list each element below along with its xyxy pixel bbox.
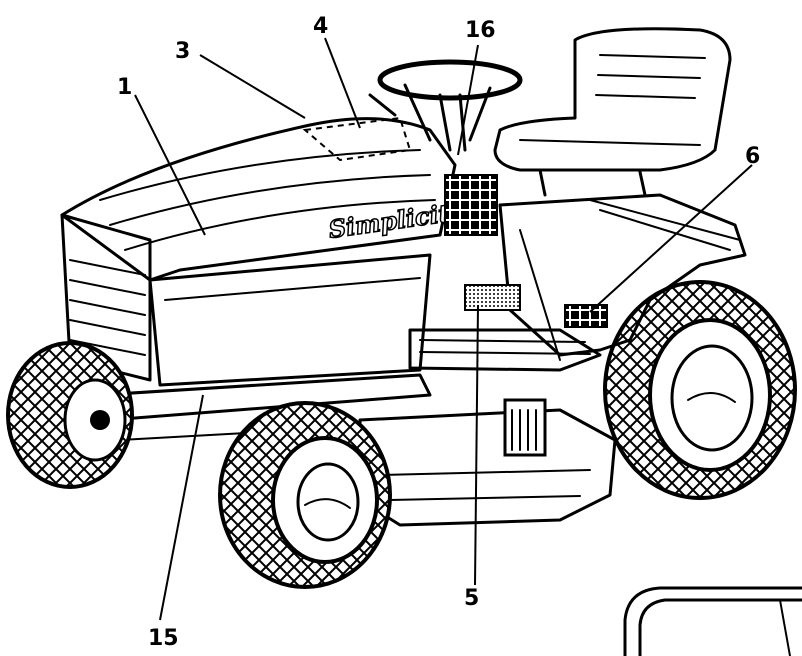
front-right-wheel xyxy=(218,401,392,589)
callout-4: 4 xyxy=(313,14,328,39)
grille xyxy=(60,174,498,387)
callout-15: 15 xyxy=(148,626,179,651)
callout-1: 1 xyxy=(117,75,132,100)
decal-6-label xyxy=(564,304,608,328)
rear-wheel xyxy=(603,280,797,500)
front-left-wheel xyxy=(6,341,134,489)
callout-numbers: 1 3 4 16 6 5 15 xyxy=(117,14,760,651)
footrest xyxy=(408,284,602,372)
corner-accessory xyxy=(623,586,802,656)
callout-5: 5 xyxy=(464,586,479,611)
rear-fender xyxy=(498,193,747,361)
leader-lines xyxy=(134,37,753,621)
callout-6: 6 xyxy=(745,144,760,169)
mower-deck xyxy=(358,398,617,527)
callout-16: 16 xyxy=(465,18,496,43)
callout-3: 3 xyxy=(175,39,190,64)
seat xyxy=(493,27,732,197)
steering-wheel xyxy=(368,59,523,152)
